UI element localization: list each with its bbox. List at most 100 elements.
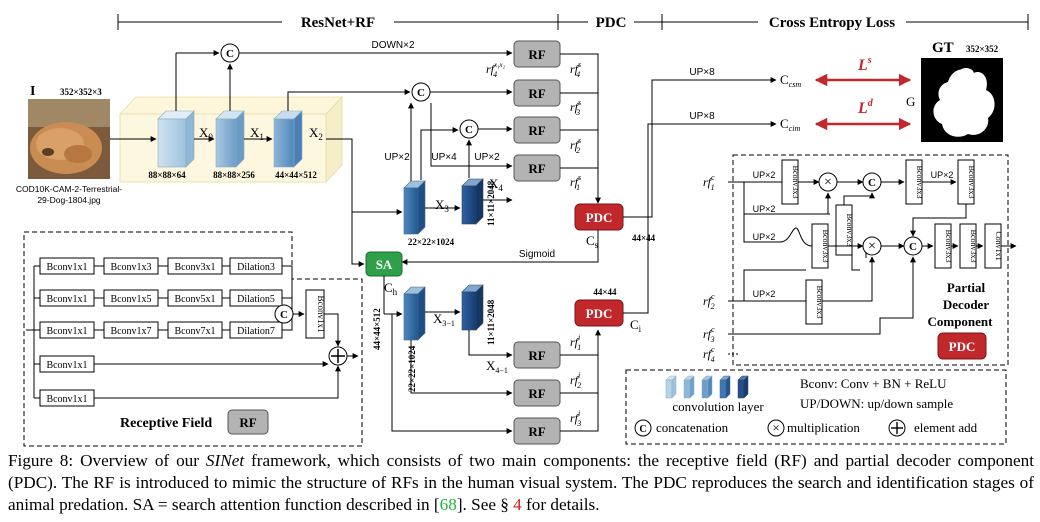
pd-bconv-6: Bconv3x3 <box>934 223 953 269</box>
gt-size: 352×352 <box>966 44 999 54</box>
legend-conv-layer: convolution layer <box>672 399 764 414</box>
svg-text:Bconv1x1: Bconv1x1 <box>46 394 87 405</box>
svg-text:C: C <box>639 424 646 435</box>
pd-title-2: Decoder <box>943 297 989 312</box>
pd-badge: PDC <box>937 332 987 360</box>
pd-title-3: Component <box>927 314 993 329</box>
svg-text:×: × <box>824 175 832 190</box>
caption-body: framework, which consists of two main co… <box>8 451 1034 514</box>
sa-block: SA <box>365 251 403 277</box>
label-x2: X2 <box>309 125 323 142</box>
pdc-block-identify: PDC <box>574 299 624 327</box>
legend-multiplication: multiplication <box>787 420 860 435</box>
gt-title: GT <box>932 40 954 56</box>
rf-block-top1: RF <box>513 154 561 182</box>
loss-ld: Ld <box>857 98 874 117</box>
dim-x2: 44×44×512 <box>275 170 317 180</box>
pd-bconv-3: Bconv3x3 <box>957 159 976 205</box>
input-image-group: I 352×352×3 COD10K-CAM-2-Terrestrial- 29… <box>16 84 122 205</box>
rf-row3: Bconv1x1 Bconv1x7 Bconv7x1 Dilation7 <box>34 321 283 339</box>
label-x1: X1 <box>250 125 264 142</box>
dim-x4-1: 11×11×2048 <box>486 299 496 345</box>
dim-x4: 11×11×2048 <box>486 180 496 226</box>
header-ce-loss: Cross Entropy Loss <box>769 15 895 31</box>
pd-concat-1: C <box>862 172 882 192</box>
figure-caption: Figure 8: Overview of our SINet framewor… <box>8 450 1034 516</box>
svg-text:Bconv3x3: Bconv3x3 <box>969 230 978 263</box>
op-down2: DOWN×2 <box>371 40 415 51</box>
label-ccsm: Ccsm <box>780 72 801 89</box>
label-x4-1: X4−1 <box>486 358 508 375</box>
svg-text:C: C <box>868 177 876 189</box>
svg-text:Bconv1x7: Bconv1x7 <box>110 326 151 337</box>
svg-text:Bconv3x1: Bconv3x1 <box>174 262 215 273</box>
rf-concat: C <box>274 304 294 324</box>
label-x3-1: X3−1 <box>433 311 455 328</box>
rf-block-top4: RF <box>513 40 561 68</box>
rf-block-low1: RF <box>513 341 561 369</box>
input-label: I <box>30 84 35 99</box>
svg-text:Bconv3x3: Bconv3x3 <box>845 214 854 247</box>
caption-sinet: SINet <box>205 451 245 470</box>
concat-node-2: C <box>411 82 431 102</box>
pd-bconv-5: Bconv3x3 <box>811 223 830 269</box>
pd-op-up2-5: UP×2 <box>753 289 776 299</box>
rf-block-low2: RF <box>513 379 561 407</box>
op-up4: UP×4 <box>431 152 457 163</box>
svg-text:C: C <box>465 124 473 136</box>
label-x3: X3 <box>435 197 449 214</box>
pd-concat-2: C <box>903 236 923 256</box>
op-up2-b: UP×2 <box>474 152 500 163</box>
header-resnet-rf: ResNet+RF <box>301 15 375 31</box>
pd-bconv-7: Bconv3x3 <box>959 223 978 269</box>
caption-ref-link[interactable]: 68 <box>439 495 457 514</box>
svg-text:RF: RF <box>528 424 545 439</box>
header-bar: ResNet+RF PDC Cross Entropy Loss <box>117 12 1029 32</box>
svg-text:Bconv3x3: Bconv3x3 <box>791 166 800 199</box>
label-cs: Cs <box>586 233 599 250</box>
pd-op-up2-2: UP×2 <box>931 170 954 180</box>
block-x1 <box>273 110 303 168</box>
pdc-size-upper: 44×44 <box>632 233 656 243</box>
rf-row1: Bconv1x1 Bconv1x3 Bconv3x1 Dilation3 <box>34 257 283 275</box>
legend-box <box>625 369 1007 445</box>
svg-text:Bconv3x3: Bconv3x3 <box>915 166 924 199</box>
rf-row2: Bconv1x1 Bconv1x5 Bconv5x1 Dilation5 <box>34 289 283 307</box>
rf-block-top3: RF <box>513 79 561 107</box>
op-sigmoid: Sigmoid <box>519 249 555 260</box>
svg-text:Bconv1x1: Bconv1x1 <box>46 294 87 305</box>
op-up8-upper: UP×8 <box>689 67 715 78</box>
label-x4: X4 <box>489 176 503 193</box>
pd-op-up2-4: UP×2 <box>753 232 776 242</box>
rf-bconv-merge: Bconv1x1 <box>305 289 326 339</box>
pd-bconv-2: Bconv3x3 <box>905 159 924 205</box>
legend-add-icon <box>888 419 906 437</box>
svg-text:Bconv1x1: Bconv1x1 <box>46 360 87 371</box>
svg-text:C: C <box>280 309 288 321</box>
legend-concatenation: concatenation <box>656 420 729 435</box>
input-photo <box>28 99 110 179</box>
pd-mul-1: × <box>818 172 838 192</box>
rf-block-top2: RF <box>513 116 561 144</box>
svg-text:Bconv5x1: Bconv5x1 <box>174 294 215 305</box>
loss-ls: Ls <box>857 55 872 74</box>
svg-text:RF: RF <box>528 161 545 176</box>
svg-text:Dilation7: Dilation7 <box>237 326 275 337</box>
input-filename-line2: 29-Dog-1804.jpg <box>37 195 101 205</box>
rf-row5: Bconv1x1 <box>34 389 95 407</box>
dim-x3-1: 22×22×1024 <box>407 345 417 392</box>
rf-title: Receptive Field <box>120 416 212 431</box>
svg-text:Bconv1x5: Bconv1x5 <box>110 294 151 305</box>
caption-section-link[interactable]: 4 <box>513 495 522 514</box>
caption-tail: for details. <box>521 495 600 514</box>
pdc-size-lower: 44×44 <box>593 287 617 297</box>
receptive-field-box <box>23 231 363 447</box>
svg-text:C: C <box>226 48 234 60</box>
